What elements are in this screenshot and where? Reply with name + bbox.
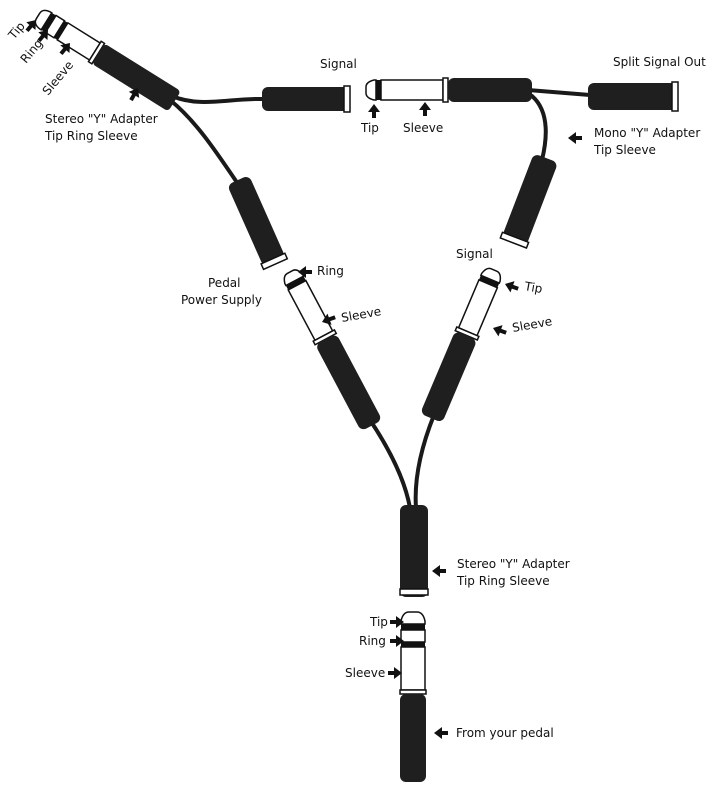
cable-mono-to-split-out xyxy=(526,88,592,97)
label-right-signal: Signal xyxy=(456,247,493,261)
stereo-y-adapter-plug-top-left xyxy=(34,9,180,110)
arrow-icon xyxy=(502,278,521,295)
label-bottom-adapter-2: Tip Ring Sleeve xyxy=(456,574,550,588)
female-jack-stereo-y-bottom xyxy=(399,505,429,597)
label-mono-adapter-2: Tip Sleeve xyxy=(593,143,656,157)
arrow-icon xyxy=(434,727,448,739)
label-top-signal: Signal xyxy=(320,57,357,71)
label-bottom-tip: Tip xyxy=(369,615,388,629)
label-split-signal-out: Split Signal Out xyxy=(613,55,706,69)
label-top-left-adapter-2: Tip Ring Sleeve xyxy=(44,129,138,143)
label-mid-right-sleeve: Sleeve xyxy=(511,314,553,335)
label-top-left-tip: Tip xyxy=(5,19,28,42)
arrow-icon xyxy=(490,322,509,339)
mono-y-adapter-plug xyxy=(365,77,532,103)
label-mid-right-tip: Tip xyxy=(522,279,543,296)
plug-signal xyxy=(421,267,502,422)
female-jack-split-signal-out xyxy=(588,81,679,112)
label-pedal-power-2: Power Supply xyxy=(181,293,262,307)
label-bottom-adapter-1: Stereo "Y" Adapter xyxy=(457,557,570,571)
label-from-pedal: From your pedal xyxy=(456,726,554,740)
cable-mid-right-to-bottom xyxy=(413,413,436,510)
cable-mono-to-signal xyxy=(530,94,548,162)
arrow-icon xyxy=(432,565,446,577)
label-bottom-ring: Ring xyxy=(359,634,386,648)
label-bottom-sleeve: Sleeve xyxy=(345,666,385,680)
cable-top-left-to-power xyxy=(168,98,240,186)
label-pedal-power-1: Pedal xyxy=(208,276,241,290)
arrow-icon xyxy=(419,102,431,116)
female-jack-pedal-power xyxy=(228,177,289,271)
arrow-icon xyxy=(368,104,380,118)
female-jack-signal-right xyxy=(499,155,557,249)
arrow-icon xyxy=(568,132,582,144)
label-mono-sleeve: Sleeve xyxy=(403,121,443,135)
cable-mid-left-to-bottom xyxy=(368,418,412,510)
label-mono-tip: Tip xyxy=(360,121,379,135)
label-top-left-adapter-1: Stereo "Y" Adapter xyxy=(45,112,158,126)
label-mid-left-sleeve: Sleeve xyxy=(340,304,382,325)
label-top-left-sleeve: Sleeve xyxy=(40,58,77,98)
arrow-icon xyxy=(388,667,402,679)
label-mono-adapter-1: Mono "Y" Adapter xyxy=(594,126,700,140)
female-jack-signal-top xyxy=(262,85,351,113)
stereo-plug-from-pedal xyxy=(399,611,427,782)
label-mid-left-ring: Ring xyxy=(317,264,344,278)
stereo-plug-pedal-power xyxy=(283,269,381,430)
cable-top-left-to-signal xyxy=(170,94,266,104)
